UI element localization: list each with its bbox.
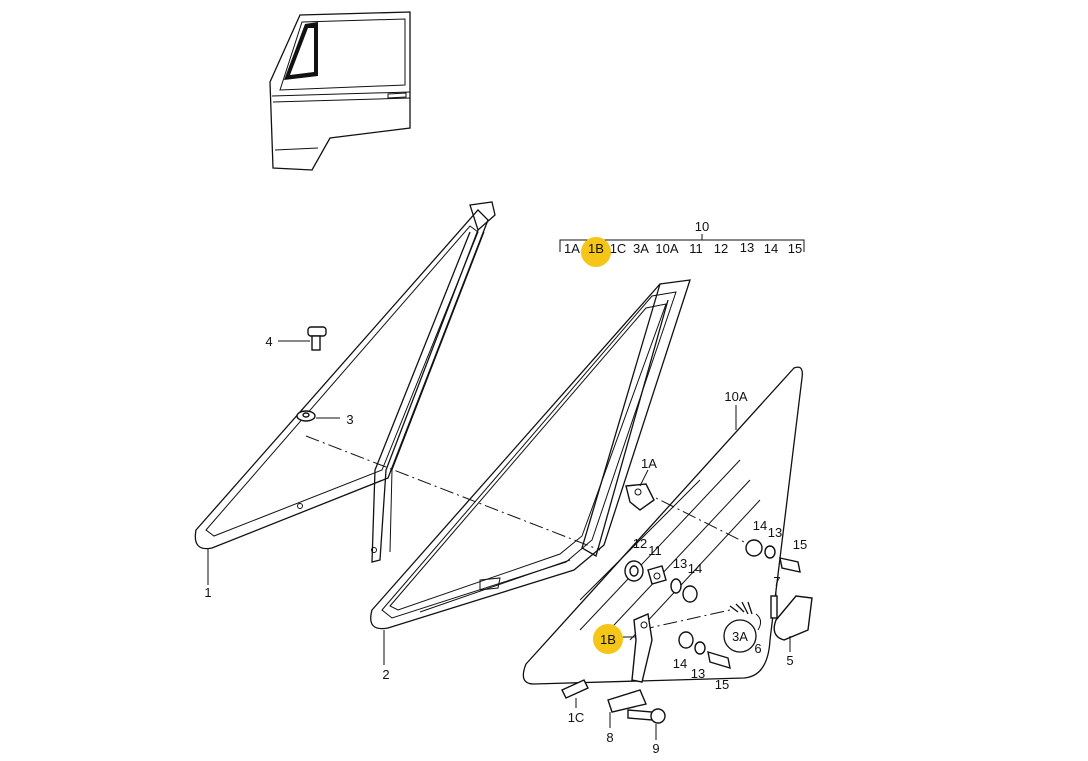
clip-6 bbox=[755, 613, 762, 631]
vent-glass-10A bbox=[522, 366, 803, 685]
bracket-8 bbox=[607, 689, 647, 713]
callout-1B: 1B bbox=[600, 632, 616, 647]
screw-4 bbox=[307, 326, 327, 351]
group-bracket-10: 10 1A 1B 1C 3A 10A 11 12 13 14 15 bbox=[559, 219, 805, 267]
callout-3A: 3A bbox=[732, 629, 748, 644]
handle-5 bbox=[773, 595, 813, 641]
callout-4: 4 bbox=[265, 334, 272, 349]
group-item-1A: 1A bbox=[564, 241, 580, 256]
seal-frame-1 bbox=[194, 201, 496, 563]
spring-3A bbox=[723, 601, 757, 653]
callout-9: 9 bbox=[652, 741, 659, 756]
group-item-1B: 1B bbox=[588, 241, 604, 256]
group-label-10: 10 bbox=[695, 219, 709, 234]
callout-12: 12 bbox=[633, 536, 647, 551]
group-item-1C: 1C bbox=[610, 241, 627, 256]
callout-1: 1 bbox=[204, 585, 211, 600]
highlight-1B-group bbox=[581, 237, 611, 267]
group-item-13: 13 bbox=[740, 240, 754, 255]
callout-1C: 1C bbox=[568, 710, 585, 725]
callout-10A: 10A bbox=[724, 389, 747, 404]
bushing-12 bbox=[624, 560, 644, 582]
callout-5: 5 bbox=[786, 653, 793, 668]
callout-2: 2 bbox=[382, 667, 389, 682]
pin-7 bbox=[770, 595, 778, 619]
group-item-12: 12 bbox=[714, 241, 728, 256]
group-item-14: 14 bbox=[764, 241, 778, 256]
channel-frame-2 bbox=[370, 279, 691, 630]
callout-15-a: 15 bbox=[793, 537, 807, 552]
screws-15 bbox=[707, 557, 801, 670]
leader-lines bbox=[207, 340, 791, 740]
nut-11 bbox=[647, 565, 667, 585]
screw-9 bbox=[627, 708, 666, 724]
group-item-3A: 3A bbox=[633, 241, 649, 256]
highlight-1B-callout bbox=[593, 624, 623, 654]
spacers-13-14 bbox=[670, 539, 776, 655]
callout-3: 3 bbox=[346, 412, 353, 427]
washer-3 bbox=[296, 410, 316, 422]
callout-14-a: 14 bbox=[688, 561, 702, 576]
lever-1B bbox=[631, 613, 653, 683]
callout-13-b: 13 bbox=[768, 525, 782, 540]
callout-8: 8 bbox=[606, 730, 613, 745]
callout-15-b: 15 bbox=[715, 677, 729, 692]
callout-1A: 1A bbox=[641, 456, 657, 471]
callout-13-c: 13 bbox=[691, 666, 705, 681]
group-item-11: 11 bbox=[689, 241, 703, 256]
door-thumbnail bbox=[269, 11, 411, 171]
group-item-10A: 10A bbox=[655, 241, 678, 256]
pin-1C bbox=[561, 679, 589, 699]
group-item-15: 15 bbox=[788, 241, 802, 256]
callout-14-c: 14 bbox=[673, 656, 687, 671]
callout-14-b: 14 bbox=[753, 518, 767, 533]
callout-6: 6 bbox=[754, 641, 761, 656]
alignment-lines bbox=[305, 435, 761, 631]
callout-labels: 1 2 3 4 1A 10A 1B 1C 8 9 12 11 13 14 14 … bbox=[204, 334, 807, 756]
callout-11: 11 bbox=[648, 543, 662, 558]
callout-7: 7 bbox=[773, 574, 780, 589]
bracket-1A bbox=[625, 483, 655, 511]
callout-13-a: 13 bbox=[673, 556, 687, 571]
